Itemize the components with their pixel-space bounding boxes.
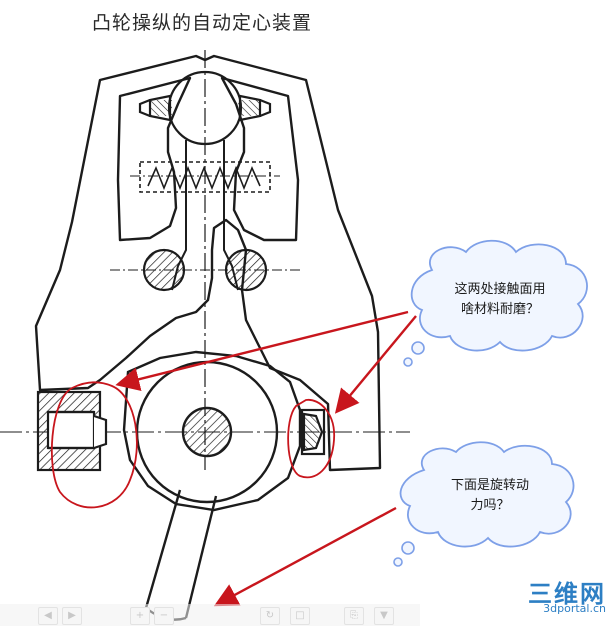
pivot-pins <box>110 248 300 292</box>
question-bottom-line2: 力吗？ <box>470 498 510 513</box>
question-bottom-text: 下面是旋转动 力吗？ <box>420 476 560 516</box>
question-top-line2: 啥材料耐磨？ <box>460 302 539 317</box>
prev-icon[interactable]: ◀ <box>38 607 58 625</box>
print-icon[interactable]: ⎘ <box>344 607 364 625</box>
question-bubble-bottom <box>393 441 575 567</box>
question-top-text: 这两处接触面用 啥材料耐磨？ <box>430 280 570 320</box>
annotation-markings <box>50 381 335 509</box>
annotation-arrows <box>115 310 417 607</box>
housing <box>34 54 382 472</box>
save-icon[interactable]: ▼ <box>374 607 394 625</box>
viewer-toolbar: ◀ ▶ + − ↻ □ ⎘ ▼ <box>0 604 420 626</box>
fit-icon[interactable]: □ <box>290 607 310 625</box>
zoom-out-icon[interactable]: − <box>154 607 174 625</box>
question-top-line1: 这两处接触面用 <box>454 282 546 297</box>
watermark-url: 3dportal.cn <box>543 602 606 615</box>
cam-disk <box>0 350 410 512</box>
next-icon[interactable]: ▶ <box>62 607 82 625</box>
right-pin <box>300 408 326 456</box>
page-title: 凸轮操纵的自动定心装置 <box>92 12 313 34</box>
left-screw-block <box>36 390 108 472</box>
question-bubble-top <box>403 239 588 367</box>
watermark-logo: 三维网 <box>528 580 606 608</box>
question-bottom-line1: 下面是旋转动 <box>450 478 529 493</box>
zoom-in-icon[interactable]: + <box>130 607 150 625</box>
rotate-icon[interactable]: ↻ <box>260 607 280 625</box>
